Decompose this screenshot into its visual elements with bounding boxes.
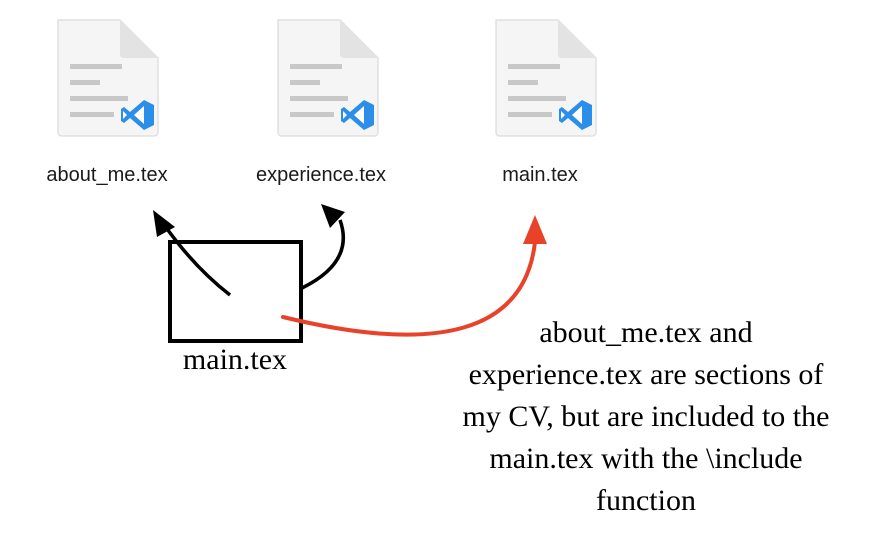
file-label-main[interactable]: main.tex xyxy=(502,164,578,186)
note-line: about_me.tex and xyxy=(539,316,753,349)
file-icon-about-me[interactable] xyxy=(57,19,159,137)
arrow-head-main xyxy=(523,215,547,244)
note-line: function xyxy=(596,484,696,517)
file-label-about-me[interactable]: about_me.tex xyxy=(46,164,168,186)
file-label-experience[interactable]: experience.tex xyxy=(255,164,387,186)
arrow-to-main xyxy=(281,240,537,337)
explanation-note: about_me.tex and experience.tex are sect… xyxy=(420,312,872,522)
file-icon-experience[interactable] xyxy=(277,19,379,137)
arrow-to-about-me xyxy=(163,224,232,297)
box-label: main.tex xyxy=(182,343,288,376)
arrow-head-experience xyxy=(321,204,345,228)
main-tex-box xyxy=(168,240,303,343)
note-line: experience.tex are sections of xyxy=(468,358,824,391)
arrow-head-about-me xyxy=(153,210,175,237)
file-icon-main[interactable] xyxy=(495,19,597,137)
note-line: main.tex with the \include xyxy=(489,442,803,475)
arrow-to-experience xyxy=(301,219,346,290)
note-line: my CV, but are included to the xyxy=(462,400,830,433)
